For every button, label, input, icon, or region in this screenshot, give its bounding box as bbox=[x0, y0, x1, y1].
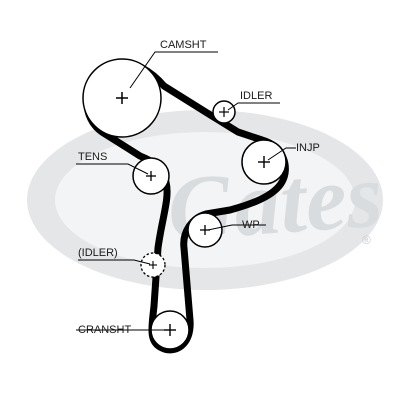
idler-pulley bbox=[212, 100, 236, 124]
leader-idler bbox=[227, 102, 280, 111]
leader-injp bbox=[267, 147, 296, 161]
leader-wp bbox=[207, 224, 266, 231]
label-cranksht: CRANSHT bbox=[78, 324, 131, 336]
gates-watermark: Gates ® bbox=[27, 110, 385, 290]
leader-tens bbox=[76, 163, 149, 175]
label-idler: IDLER bbox=[240, 90, 272, 102]
label-tens: TENS bbox=[78, 151, 107, 163]
label-injp: INJP bbox=[296, 142, 320, 154]
optional-idler-pulley bbox=[140, 252, 166, 278]
leader-camshaft bbox=[129, 51, 218, 89]
camshaft-pulley bbox=[82, 58, 162, 138]
label-wp: WP bbox=[242, 219, 260, 231]
leader-idler-optional bbox=[78, 259, 151, 265]
water-pump-pulley bbox=[187, 212, 223, 248]
watermark-trademark: ® bbox=[362, 233, 371, 247]
label-idler-optional: (IDLER) bbox=[78, 247, 118, 259]
tensioner-pulley bbox=[132, 157, 170, 195]
leader-lines bbox=[76, 51, 296, 331]
injection-pump-pulley bbox=[241, 139, 287, 185]
label-camshaft: CAMSHT bbox=[160, 39, 207, 51]
